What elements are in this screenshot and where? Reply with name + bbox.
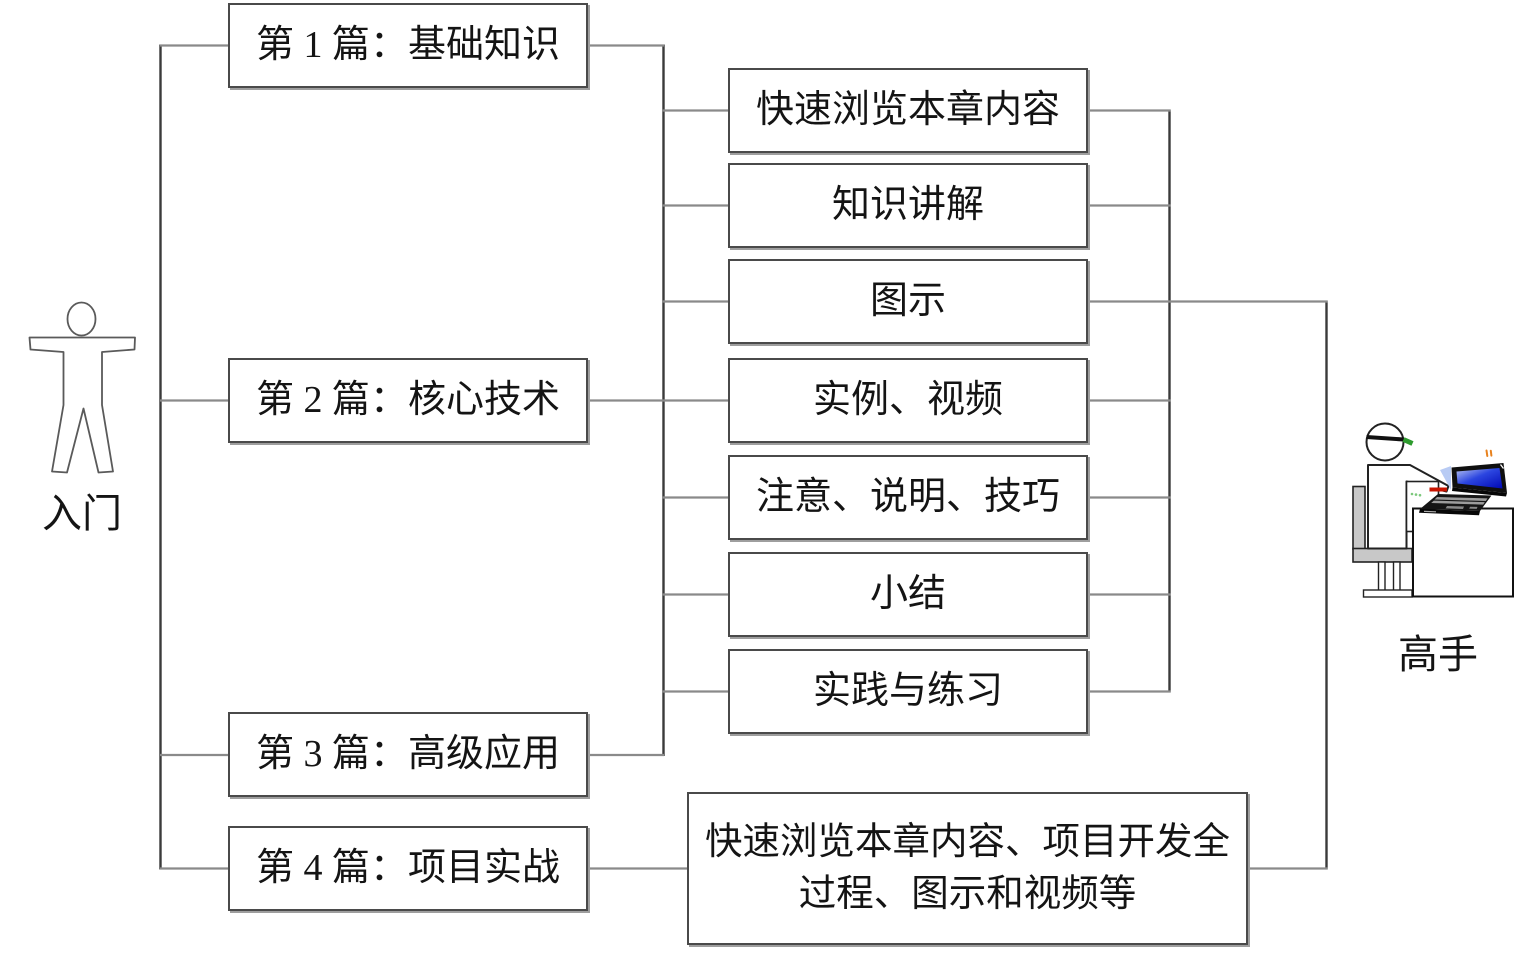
beginner-label: 入门 (42, 491, 122, 536)
chapter-box-4: 第 4 篇：项目实战 (228, 826, 588, 911)
chair-back (1352, 485, 1366, 550)
feature-box-1: 快速浏览本章内容 (728, 68, 1088, 153)
expert-head (1365, 422, 1405, 462)
expert-at-computer-icon (1352, 422, 1514, 598)
chair-base (1362, 589, 1413, 598)
chair-leg (1377, 561, 1386, 592)
green-pencil (1402, 437, 1414, 446)
side-keys (1469, 506, 1478, 509)
chair-seat (1352, 547, 1413, 563)
screen-highlight (1499, 464, 1505, 469)
key-row (1434, 497, 1488, 501)
hat-brim (1366, 435, 1404, 442)
beginner-body (28, 336, 136, 474)
laptop-hinge (1452, 487, 1507, 497)
feature-box-6: 小结 (728, 552, 1088, 637)
laptop-front-lip (1419, 509, 1480, 516)
feature-box-5: 注意、说明、技巧 (728, 455, 1088, 540)
key-row (1431, 500, 1485, 505)
expert-label: 高手 (1398, 632, 1478, 677)
feature-box-4: 实例、视频 (728, 358, 1088, 443)
feature-box-2: 知识讲解 (728, 163, 1088, 248)
touchpad (1445, 506, 1464, 509)
feature-box-7: 实践与练习 (728, 649, 1088, 734)
chair-leg (1392, 561, 1401, 592)
screen-glow (1440, 466, 1451, 490)
chapter-box-1: 第 1 篇：基础知识 (228, 3, 588, 88)
beginner-person-icon (28, 301, 136, 474)
project-content-box: 快速浏览本章内容、项目开发全过程、图示和视频等 (687, 792, 1248, 945)
green-dot (1410, 492, 1414, 496)
green-dot (1414, 493, 1418, 496)
orange-sparkle (1485, 449, 1493, 457)
laptop-screen (1456, 468, 1503, 489)
chapter-box-3: 第 3 篇：高级应用 (228, 712, 588, 797)
feature-box-3: 图示 (728, 259, 1088, 344)
chapter-box-2: 第 2 篇：核心技术 (228, 358, 588, 443)
desk (1412, 507, 1514, 598)
beginner-head (66, 301, 97, 337)
green-dot (1418, 493, 1422, 497)
